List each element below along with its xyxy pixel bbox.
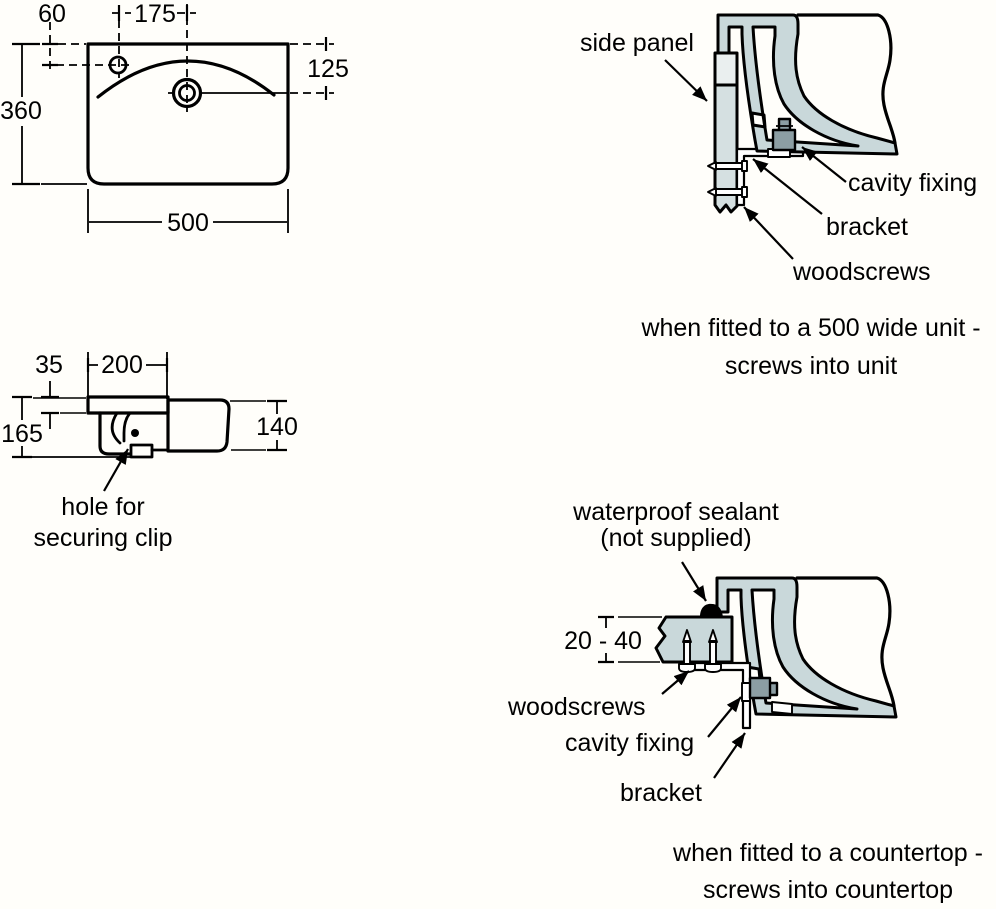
- countertop-slab: [654, 615, 734, 664]
- caption-countertop: when fitted to a countertop - screws int…: [660, 835, 996, 909]
- front-view-dimension-lines: [12, 4, 334, 233]
- front-view-drawing: 60 175 125 360 500: [0, 0, 349, 237]
- dim-text-500: 500: [167, 209, 209, 237]
- extensions-500: [87, 189, 289, 233]
- fixing-washer-countertop: [741, 682, 751, 702]
- flange-hole-countertop: [771, 701, 793, 715]
- side-panel-top-segment: [713, 51, 739, 87]
- bracket-arrow-unit: [752, 158, 823, 215]
- dim-text-20-40: 20 - 40: [564, 627, 642, 655]
- clip-hole-dot: [131, 429, 139, 437]
- label-bracket-unit: bracket: [826, 213, 908, 241]
- label-hole-line2: securing clip: [33, 524, 173, 552]
- dim-text-360: 360: [0, 97, 42, 125]
- label-side-panel: side panel: [580, 29, 694, 57]
- cavity-fixing-block-unit: [771, 117, 797, 152]
- woodscrew-unit-upper: [707, 160, 748, 172]
- dim-text-125: 125: [307, 55, 349, 83]
- cavity-fixing-arrow-countertop: [707, 696, 742, 738]
- ticks-200: [86, 358, 169, 372]
- dim-text-35: 35: [35, 351, 63, 379]
- extensions-140: [230, 400, 266, 451]
- label-woodscrews-unit: woodscrews: [793, 258, 931, 286]
- tap-hole-inner-icon: [178, 84, 196, 102]
- basin-top-edge-break-countertop: [795, 576, 896, 708]
- ticks-35: [41, 395, 59, 415]
- sealant-arrow: [681, 561, 707, 602]
- ticks-360: [12, 42, 40, 186]
- cavity-fixing-arrow-unit: [801, 146, 847, 183]
- sealant-blob: [700, 603, 723, 617]
- label-bracket-countertop: bracket: [620, 779, 702, 807]
- side-body-outline: [166, 398, 231, 453]
- dim-text-165: 165: [1, 420, 43, 448]
- woodscrew-countertop-right: [704, 629, 722, 673]
- side-panel-arrow: [664, 59, 708, 102]
- label-waterproof-sealant: waterproof sealant (not supplied): [560, 499, 792, 551]
- woodscrew-unit-lower: [707, 186, 748, 198]
- label-sealant-line1: waterproof sealant: [573, 498, 779, 526]
- tap-hole-outer-icon: [171, 77, 203, 109]
- securing-clip-notch: [129, 443, 154, 459]
- overflow-channel-curves: [110, 411, 132, 445]
- caption-unit-line2: screws into unit: [724, 352, 898, 380]
- label-cavity-fixing-unit: cavity fixing: [848, 169, 978, 197]
- side-panel-body: [713, 83, 739, 214]
- dim-text-200: 200: [101, 351, 143, 379]
- caption-unit-line1: when fitted to a 500 wide unit -: [641, 314, 981, 342]
- overflow-hole-icon: [108, 55, 128, 75]
- hole-label-arrow: [103, 448, 129, 492]
- tick-crosses-175: [117, 5, 189, 21]
- woodscrews-arrow-unit: [743, 206, 794, 260]
- basin-front-outline: [86, 42, 290, 186]
- side-view-dimension-lines: [12, 352, 287, 459]
- countertop-dimension-lines: [598, 615, 662, 664]
- dim-text-140: 140: [256, 413, 298, 441]
- side-bowl-outline: [98, 411, 132, 456]
- countertop-section-drawing: 20 - 40: [564, 561, 898, 779]
- caption-countertop-line2: screws into countertop: [702, 876, 954, 904]
- basin-back-edge-curve: [96, 59, 276, 99]
- unit-section-drawing: [664, 13, 899, 260]
- bracket-arrow-countertop: [713, 732, 746, 779]
- label-cavity-fixing-countertop: cavity fixing: [565, 729, 695, 757]
- dim-text-60: 60: [38, 0, 66, 28]
- dim-text-175: 175: [134, 0, 176, 28]
- basin-section-unit: [716, 13, 899, 156]
- label-hole-line1: hole for: [61, 493, 145, 521]
- label-sealant-line2: (not supplied): [600, 524, 752, 552]
- extensions-35: [33, 397, 86, 414]
- label-woodscrews-countertop: woodscrews: [508, 693, 646, 721]
- extensions-20-40: [618, 616, 662, 663]
- label-securing-clip-hole: hole for securing clip: [15, 492, 191, 554]
- woodscrews-arrow-countertop: [661, 670, 690, 695]
- caption-unit: when fitted to a 500 wide unit - screws …: [625, 309, 996, 385]
- side-rim-outline: [86, 395, 170, 415]
- side-view-drawing: 35 200 165 140: [1, 351, 298, 492]
- basin-top-edge-break-unit: [796, 13, 897, 145]
- cavity-fixing-block-countertop: [748, 676, 779, 700]
- caption-countertop-line1: when fitted to a countertop -: [673, 839, 983, 867]
